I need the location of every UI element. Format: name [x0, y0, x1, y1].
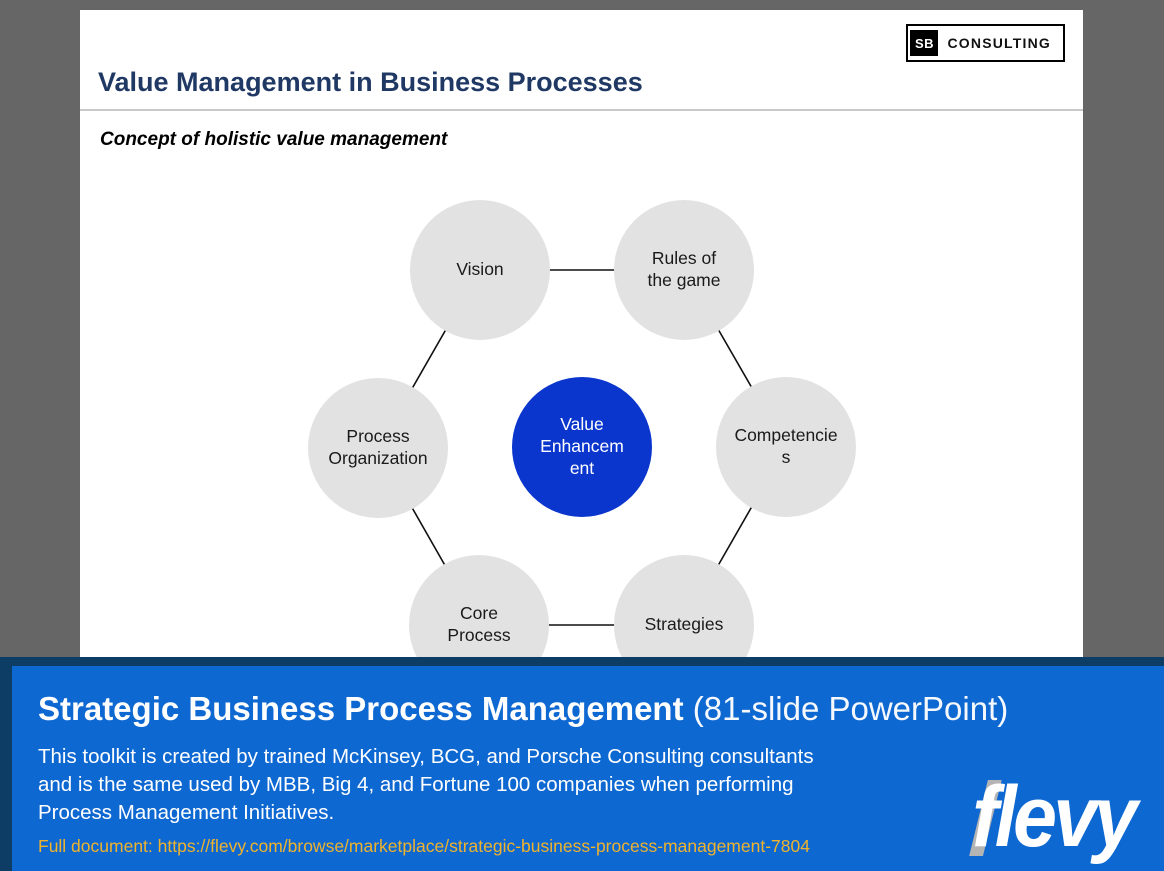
banner-title-format: (81-slide PowerPoint) — [683, 690, 1009, 727]
banner-description: This toolkit is created by trained McKin… — [38, 743, 1164, 827]
slide-preview: SB CONSULTING Value Management in Busine… — [80, 10, 1083, 657]
value-management-diagram: Vision Rules of the game Competencies St… — [80, 10, 1083, 657]
full-document-url[interactable]: https://flevy.com/browse/marketplace/str… — [157, 836, 810, 856]
slide-title: Value Management in Business Processes — [98, 67, 643, 97]
node-label: Strategies — [644, 614, 724, 635]
node-label: Vision — [456, 259, 504, 280]
full-document-link-row: Full document: https://flevy.com/browse/… — [38, 836, 1164, 857]
banner-title: Strategic Business Process Management (8… — [38, 690, 1164, 728]
node-label: Competencies — [734, 425, 838, 467]
slide-subtitle: Concept of holistic value management — [100, 129, 448, 150]
node-label: Value Enhancement — [540, 414, 624, 478]
promo-banner-content: Strategic Business Process Management (8… — [12, 666, 1164, 871]
diagram-node-core-process: Core Process — [409, 555, 549, 657]
promo-banner: Strategic Business Process Management (8… — [0, 657, 1164, 871]
node-label: Process Organization — [328, 426, 428, 468]
full-document-label: Full document: — [38, 836, 158, 856]
sb-logo-text: CONSULTING — [947, 35, 1051, 51]
node-label: Rules of the game — [647, 248, 721, 290]
sb-consulting-logo: SB CONSULTING — [906, 24, 1065, 62]
flevy-logo: flevy — [969, 769, 1138, 865]
diagram-node-rules-of-the-game: Rules of the game — [614, 200, 754, 340]
flevy-logo-wordmark: flevy — [972, 769, 1138, 865]
diagram-node-value-enhancement: Value Enhancement — [512, 377, 652, 517]
banner-description-line: This toolkit is created by trained McKin… — [38, 745, 814, 768]
connector-lines — [377, 269, 787, 626]
banner-description-line: and is the same used by MBB, Big 4, and … — [38, 773, 794, 796]
diagram-node-strategies: Strategies — [614, 555, 754, 657]
diagram-node-vision: Vision — [410, 200, 550, 340]
title-divider — [80, 109, 1083, 111]
diagram-node-process-organization: Process Organization — [308, 378, 448, 518]
node-label: Core Process — [447, 603, 511, 645]
diagram-node-competencies: Competencies — [716, 377, 856, 517]
sb-logo-badge: SB — [910, 30, 939, 56]
banner-title-product-name: Strategic Business Process Management — [38, 690, 684, 727]
banner-description-line: Process Management Initiatives. — [38, 801, 335, 824]
